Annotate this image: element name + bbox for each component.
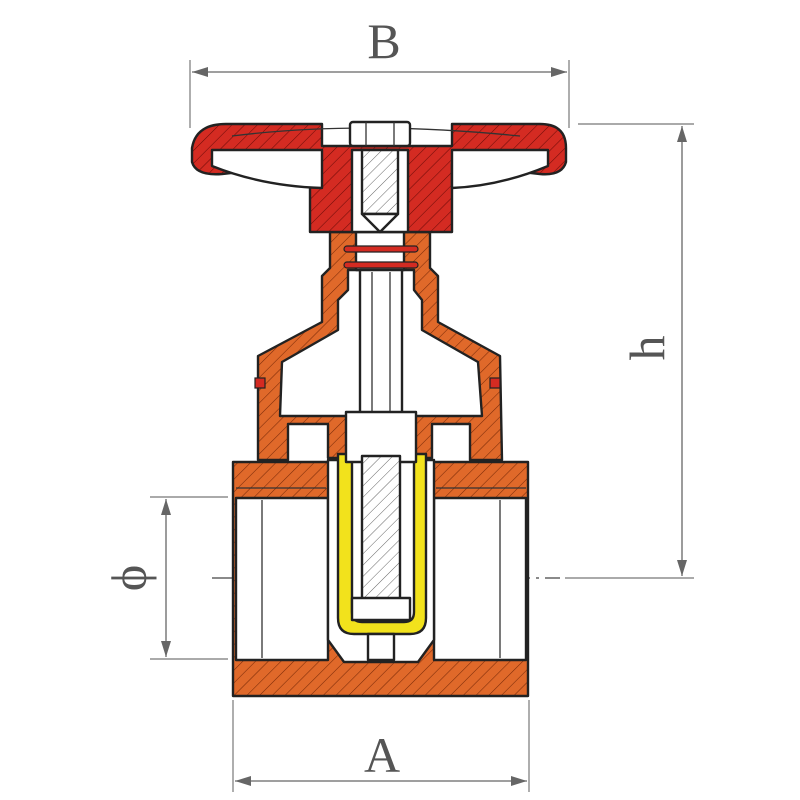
- stem-bottom-pin: [366, 632, 396, 662]
- hub-screw-thread: [360, 148, 400, 216]
- dimension-diameter-arrow-top: [161, 499, 171, 515]
- stem-threaded-end: [360, 454, 402, 610]
- dimension-h-arrow-top: [677, 126, 687, 142]
- dimension-b-label: B: [367, 13, 400, 69]
- bonnet-seal-left: [254, 377, 266, 389]
- dimension-b: B: [189, 13, 570, 128]
- dimension-b-arrow-right: [551, 67, 567, 77]
- dimension-a-arrow-right: [511, 776, 527, 786]
- valve-stem: [343, 228, 419, 662]
- hub-screw-tip: [360, 212, 400, 234]
- dimension-h: h: [565, 123, 694, 579]
- handwheel-spoke-left: [210, 148, 324, 190]
- left-port-bore: [234, 496, 330, 662]
- dimension-h-arrow-bottom: [677, 560, 687, 576]
- dimension-a-label: A: [364, 727, 400, 783]
- dimension-a-arrow-left: [235, 776, 251, 786]
- bonnet-seal-right: [489, 377, 501, 389]
- stem-nut: [344, 410, 418, 464]
- handwheel-spoke-right: [450, 148, 550, 190]
- right-port-bore: [432, 496, 528, 662]
- dimension-b-arrow-left: [192, 67, 208, 77]
- handwheel-top-nut: [348, 120, 412, 148]
- dimension-h-label: h: [619, 336, 675, 361]
- dimension-a: A: [232, 700, 530, 792]
- stem-end-nut: [350, 596, 412, 622]
- o-ring-lower: [343, 261, 419, 269]
- handwheel: [190, 120, 568, 234]
- o-ring-upper: [343, 245, 419, 253]
- dimension-diameter-label: ϕ: [101, 565, 157, 591]
- dimension-diameter-arrow-bottom: [161, 641, 171, 657]
- dimension-diameter: ϕ: [101, 496, 228, 660]
